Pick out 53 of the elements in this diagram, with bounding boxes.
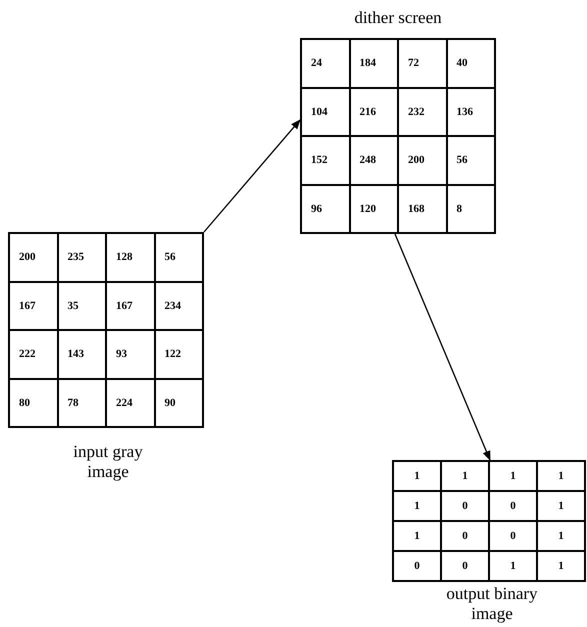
value-cell: 40 [446,39,495,88]
value-cell: 143 [58,330,106,378]
value-cell: 200 [9,233,58,282]
value-cell: 216 [350,88,398,136]
value-cell: 200 [398,136,446,184]
value-cell: 1 [489,551,537,581]
value-cell: 72 [398,39,446,88]
value-cell: 120 [350,184,398,233]
value-cell: 90 [154,378,203,427]
value-cell: 0 [489,521,537,551]
value-cell: 232 [398,88,446,136]
value-cell: 96 [301,184,350,233]
grid-caption: output binary image [445,584,539,624]
value-cell: 8 [446,184,495,233]
value-cell: 56 [446,136,495,184]
value-cell: 0 [393,551,441,581]
value-cell: 168 [398,184,446,233]
value-cell: 234 [154,282,203,330]
value-cell: 104 [301,88,350,136]
value-cell: 248 [350,136,398,184]
value-cell: 224 [106,378,154,427]
value-cell: 1 [393,491,441,521]
value-cell: 0 [441,521,489,551]
value-cell: 0 [441,491,489,521]
value-cell: 152 [301,136,350,184]
value-cell: 222 [9,330,58,378]
value-cell: 93 [106,330,154,378]
value-cell: 1 [393,461,441,491]
value-cell: 1 [537,491,585,521]
value-cell: 167 [106,282,154,330]
value-cell: 1 [441,461,489,491]
value-cell: 0 [441,551,489,581]
value-cell: 56 [154,233,203,282]
value-cell: 235 [58,233,106,282]
value-cell: 136 [446,88,495,136]
value-cell: 122 [154,330,203,378]
arrow [204,119,301,232]
value-cell: 0 [489,491,537,521]
value-cell: 1 [537,461,585,491]
value-cell: 78 [58,378,106,427]
grid-caption: input gray image [72,442,144,482]
value-cell: 1 [489,461,537,491]
value-cell: 184 [350,39,398,88]
grid-caption: dither screen [353,8,443,28]
value-cell: 35 [58,282,106,330]
value-cell: 128 [106,233,154,282]
value-cell: 1 [393,521,441,551]
value-cell: 80 [9,378,58,427]
value-cell: 167 [9,282,58,330]
value-cell: 24 [301,39,350,88]
arrow [394,234,491,461]
value-cell: 1 [537,551,585,581]
value-cell: 1 [537,521,585,551]
